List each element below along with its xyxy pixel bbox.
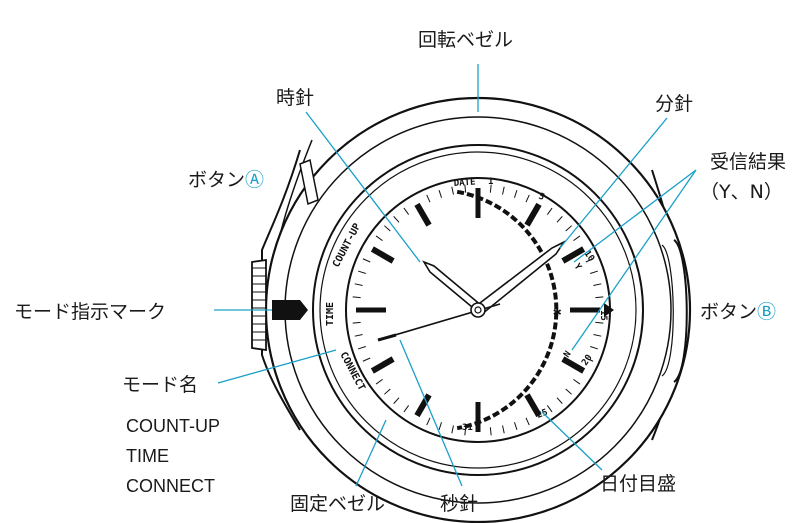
hour-marker [370, 246, 395, 264]
minute-tick [358, 345, 366, 350]
minute-tick [595, 296, 604, 299]
minute-ticks [352, 184, 604, 436]
minute-tick [556, 397, 563, 404]
label-mode-countup: COUNT-UP [126, 416, 220, 436]
hour-marker [524, 202, 542, 227]
hour-marker [370, 356, 395, 374]
button-b-shape[interactable] [661, 239, 688, 383]
button-a-shape[interactable] [299, 158, 319, 206]
minute-tick [464, 184, 467, 193]
mode-indicator-mark [272, 300, 308, 320]
minute-tick [438, 190, 443, 198]
minute-tick [546, 405, 553, 413]
hour-markers [356, 188, 600, 432]
dial-date-label: DATE [454, 178, 476, 189]
minute-tick [590, 345, 598, 350]
minute-tick [375, 235, 383, 242]
dial-y-mark: Y [572, 262, 584, 273]
minute-tick [546, 207, 553, 215]
minute-tick [590, 270, 598, 275]
minute-tick [565, 225, 572, 232]
leader-lines [214, 64, 697, 487]
minute-tick [513, 422, 518, 430]
hour-marker [561, 246, 586, 264]
label-rotating-bezel: 回転ベゼル [418, 29, 513, 51]
hour-marker [561, 356, 586, 374]
dial-n-mark: N [562, 350, 573, 360]
minute-tick [426, 417, 431, 426]
minute-tick [352, 296, 361, 299]
dial-date-31: 31 [462, 423, 473, 433]
minute-tick [556, 216, 563, 223]
minute-tick [489, 184, 492, 193]
minute-tick [354, 334, 363, 337]
date-pointer-icon [604, 303, 614, 317]
minute-tick [565, 388, 572, 395]
minute-tick [362, 258, 371, 263]
label-mode-name: モード名 [122, 374, 198, 396]
minute-tick [595, 321, 604, 324]
minute-tick [393, 216, 400, 223]
dial-date-1: 1 [488, 177, 493, 187]
label-date-scale: 日付目盛 [600, 473, 676, 495]
minute-tick [384, 388, 391, 395]
minute-tick [438, 422, 443, 430]
minute-tick [573, 378, 581, 385]
dial-date-5: 5 [537, 192, 546, 203]
date-scale-arc [456, 189, 559, 431]
minute-tick [451, 425, 454, 434]
left-crown[interactable] [251, 258, 267, 352]
bezel-mode-time: TIME [325, 302, 336, 326]
label-hour-hand: 時針 [276, 87, 314, 109]
minute-tick [502, 186, 505, 195]
label-minute-hand: 分針 [655, 93, 693, 115]
minute-tick [573, 235, 581, 242]
date-scale-track [456, 189, 559, 431]
dial-date-15: 15 [598, 310, 608, 321]
minute-tick [593, 334, 602, 337]
minute-tick [502, 425, 505, 434]
hour-marker [524, 393, 542, 418]
hour-marker [414, 393, 432, 418]
label-reception-values: （Y、N） [700, 181, 783, 203]
callout-labels: 回転ベゼル 時針 分針 ボタンⒶ 受信結果 （Y、N） モード指示マーク ボタン… [14, 29, 786, 515]
minute-tick [426, 194, 431, 203]
minute-tick [525, 417, 530, 426]
label-second-hand: 秒針 [440, 493, 478, 515]
minute-tick [585, 357, 594, 362]
label-mode-indicator: モード指示マーク [14, 301, 166, 323]
label-button-a: ボタンⒶ [188, 169, 264, 191]
label-mode-time: TIME [126, 446, 169, 466]
minute-tick [403, 207, 410, 215]
label-reception-result: 受信結果 [710, 151, 786, 173]
minute-tick [352, 321, 361, 324]
minute-tick [354, 283, 363, 286]
minute-tick [393, 397, 400, 404]
hour-marker [414, 202, 432, 227]
bluetooth-icon: ✱ [553, 304, 562, 320]
minute-tick [464, 427, 467, 436]
minute-tick [489, 427, 492, 436]
label-button-b: ボタンⒷ [700, 301, 776, 323]
minute-tick [375, 378, 383, 385]
minute-tick [585, 258, 594, 263]
label-fixed-bezel: 固定ベゼル [290, 493, 385, 515]
dial-date-25: 25 [536, 408, 550, 421]
minute-tick [384, 225, 391, 232]
minute-tick [593, 283, 602, 286]
minute-tick [525, 194, 530, 203]
minute-tick [358, 270, 366, 275]
minute-tick [362, 357, 371, 362]
minute-tick [403, 405, 410, 413]
label-mode-connect: CONNECT [126, 476, 215, 496]
minute-tick [513, 190, 518, 198]
minute-tick [451, 186, 454, 195]
